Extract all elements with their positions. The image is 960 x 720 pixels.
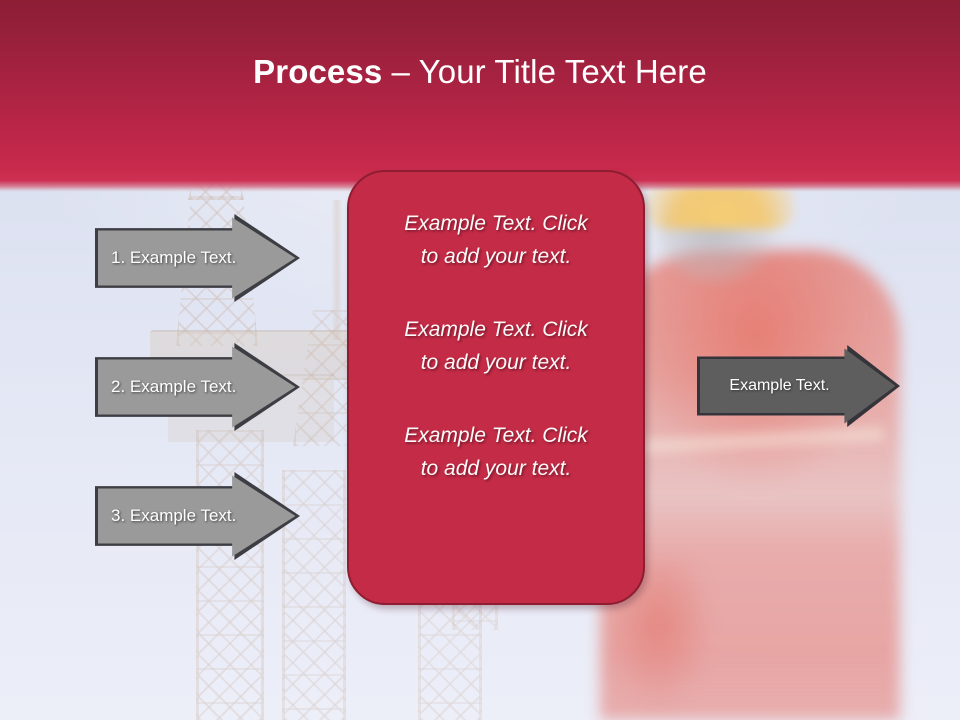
process-step-label-2: 2. Example Text. [111,377,237,396]
process-output-arrow[interactable]: Example Text. [697,345,900,427]
worker-body-icon [600,250,900,720]
lattice-leg-left-icon [196,430,264,720]
lattice-leg-center-icon [282,470,346,720]
panel-paragraph-1: Example Text. Click to add your text. [404,212,600,268]
center-content-panel[interactable]: Example Text. Click to add your text. Ex… [347,170,645,605]
lattice-leg-right-icon [418,600,482,720]
page-title: Process – Your Title Text Here [0,50,960,94]
page-title-rest: – Your Title Text Here [382,53,707,90]
process-step-arrow-3[interactable]: 3. Example Text. [95,472,300,560]
panel-paragraph-3: Example Text. Click to add your text. [404,424,600,480]
process-step-arrow-1[interactable]: 1. Example Text. [95,214,300,302]
process-step-label-1: 1. Example Text. [111,248,237,267]
panel-paragraph-2: Example Text. Click to add your text. [404,318,600,374]
process-step-arrow-2[interactable]: 2. Example Text. [95,343,300,431]
process-output-label: Example Text. [729,377,830,394]
page-title-bold: Process [253,53,383,90]
process-step-label-3: 3. Example Text. [111,506,237,525]
